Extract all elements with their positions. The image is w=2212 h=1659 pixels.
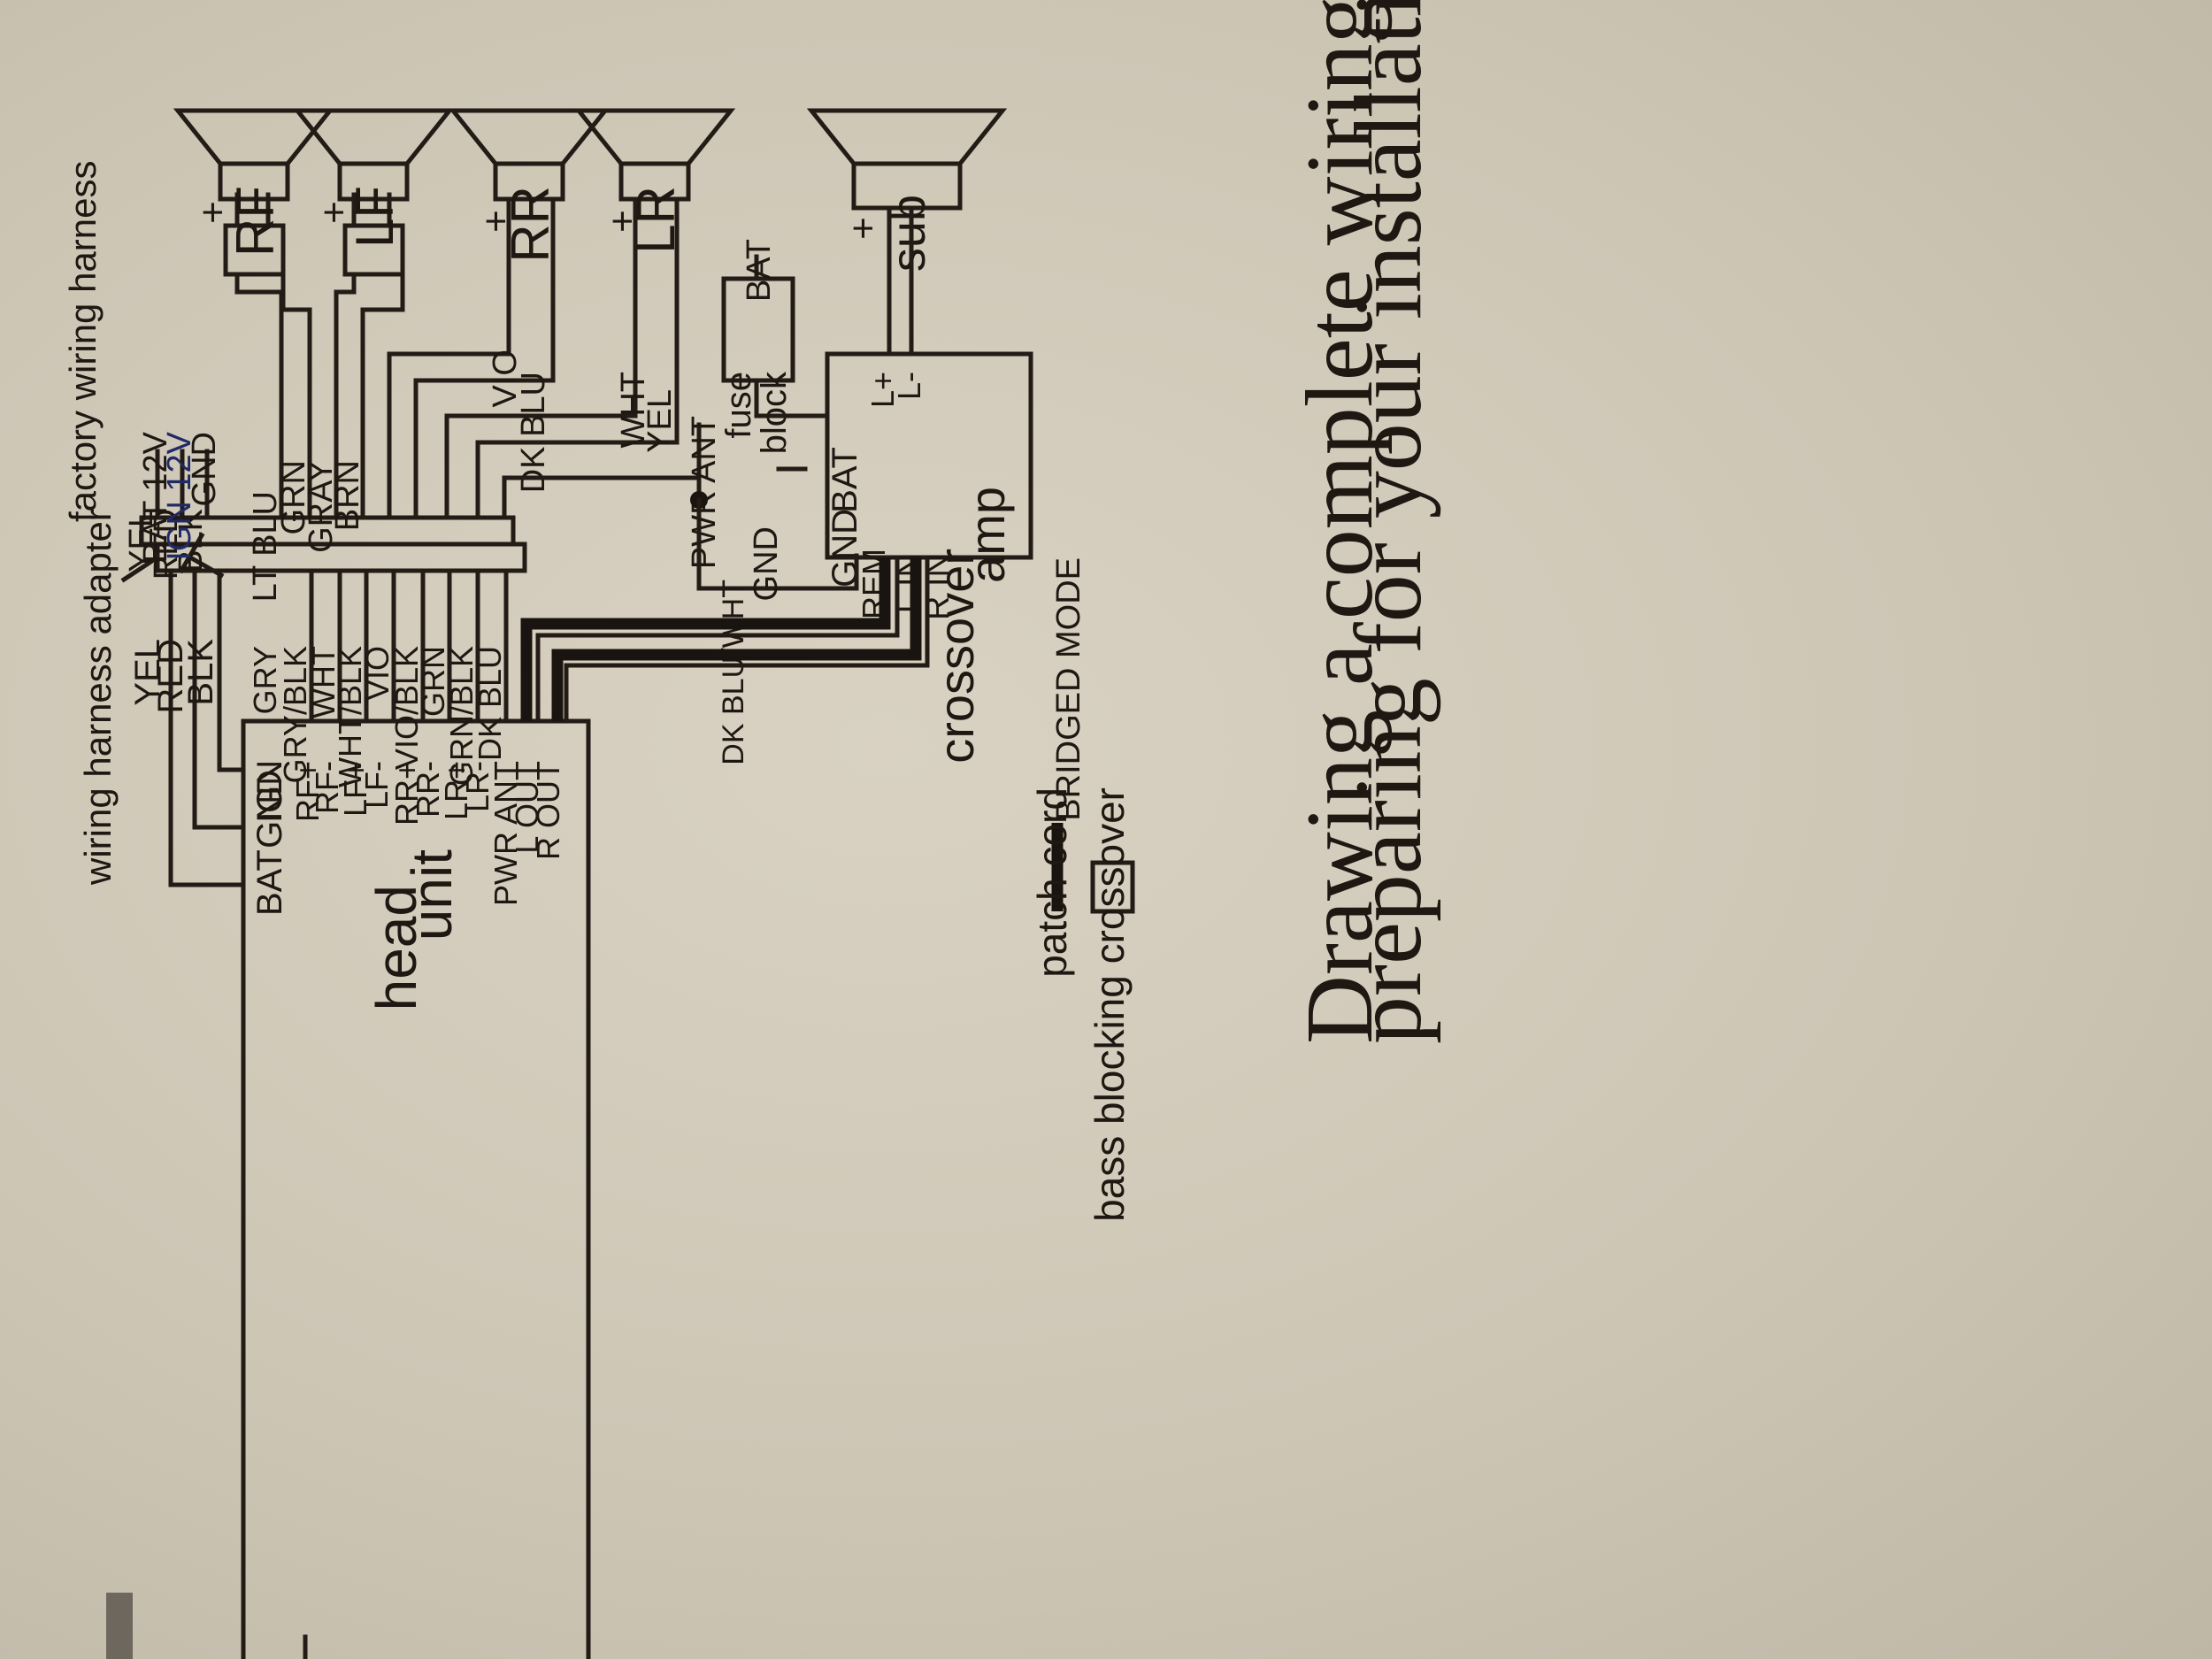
wire-adapter-red bbox=[192, 568, 246, 830]
caption-line-2: preparing for your installatio bbox=[1336, 0, 1441, 1044]
legend-label-bass-blocking-crossover: bass blocking crossover bbox=[1087, 787, 1133, 1222]
label-wiring-harness-adapter: wiring harness adapter bbox=[77, 509, 119, 886]
head-unit-pin-lr-: LR+ bbox=[438, 761, 474, 820]
factory-label-ign12v: IGN 12V bbox=[161, 431, 198, 560]
amp-pin-l-minus: L- bbox=[891, 372, 927, 400]
adapter-label-gry-blk: GRY/BLK bbox=[277, 646, 313, 783]
factory-label-lt-blu: LT BLU bbox=[247, 491, 284, 602]
head-unit-pin-pwr-ant: PWR ANT bbox=[488, 761, 524, 906]
patch-cord-r-inner bbox=[564, 555, 930, 724]
adapter-label-blk: BLK bbox=[181, 639, 220, 706]
adapter-label-dk-blu: DK BLU bbox=[472, 646, 508, 761]
crossover-lf bbox=[342, 223, 405, 277]
head-unit-name-unit: unit bbox=[400, 849, 464, 941]
adapter-label-gry: GRY bbox=[247, 646, 283, 714]
head-unit-pin-rf-: RF+ bbox=[289, 761, 326, 822]
wire-factory-yel-2 bbox=[475, 196, 680, 520]
lf-speaker-label: LF bbox=[345, 186, 404, 248]
wire-adapter-yel bbox=[168, 568, 246, 887]
head-unit-pin-rr-: RR- bbox=[410, 761, 446, 818]
lr-speaker-label: LR bbox=[626, 186, 686, 254]
wire-factory-grn bbox=[280, 272, 312, 520]
factory-label-gray: GRAY bbox=[303, 460, 340, 553]
factory-label-yel: YEL bbox=[123, 509, 160, 572]
factory-label-blk: BLK bbox=[173, 509, 210, 572]
head-unit-name-head: head bbox=[365, 885, 428, 1010]
head-unit-pin-gnd: GND bbox=[250, 770, 289, 849]
fuse-block-label-block: block bbox=[755, 371, 794, 454]
plus-sign-3: + bbox=[601, 210, 644, 233]
wire-factory-dk-blu bbox=[413, 196, 556, 520]
wire-factory-wht bbox=[444, 196, 638, 520]
factory-label-yel-lr: YEL bbox=[641, 389, 679, 453]
patch-cord-l bbox=[520, 557, 891, 721]
plus-sign-1: + bbox=[312, 201, 356, 224]
adapter-label-grn-blk: GRN/BLK bbox=[443, 646, 480, 786]
factory-label-red: RED bbox=[148, 509, 185, 580]
rf-speaker-label: RF bbox=[226, 186, 285, 257]
legend-crossover-symbol bbox=[1090, 860, 1135, 914]
head-unit-pin-rf-: RF- bbox=[309, 761, 345, 814]
factory-label-gnd-2: GND bbox=[748, 526, 785, 601]
page-edge-tab bbox=[106, 1593, 133, 1659]
factory-label-pwr-ant: PWR ANT bbox=[686, 416, 723, 569]
pointer-adapter bbox=[120, 556, 158, 583]
amp-pin-l-plus: L+ bbox=[864, 372, 901, 408]
adapter-label-red: RED bbox=[151, 639, 190, 713]
pointer-factory-harness bbox=[178, 532, 205, 574]
factory-label-grn: GRN bbox=[275, 460, 312, 534]
adapter-label-wht: WHT bbox=[305, 646, 342, 718]
factory-label-brn: BRN bbox=[329, 460, 366, 531]
wire-factory-vio bbox=[387, 196, 511, 520]
patch-cord-l-inner bbox=[535, 555, 900, 724]
head-unit-pin-bat: BAT bbox=[250, 849, 289, 916]
adapter-label-grn: GRN bbox=[415, 646, 451, 717]
wire-fuse-to-amp bbox=[754, 378, 826, 419]
wire-factory-lt-blu bbox=[234, 272, 284, 520]
factory-label-dk-blu: DK BLU bbox=[515, 372, 552, 493]
label-factory-wiring-harness: factory wiring harness bbox=[62, 161, 104, 523]
factory-label-dk-blu-wht: DK BLU/WHT bbox=[717, 580, 750, 765]
amp-name-crossover: crossover bbox=[928, 549, 984, 764]
plus-sign-4: + bbox=[841, 217, 885, 240]
adapter-label-wht-blk: WHT/BLK bbox=[332, 646, 368, 787]
head-unit-pin-rr-: RR+ bbox=[388, 761, 425, 826]
legend-label-patch-cord: patch cord bbox=[1029, 787, 1075, 978]
label-bridged-mode: BRIDGED MODE bbox=[1050, 557, 1087, 821]
adapter-label-yel: YEL bbox=[128, 639, 167, 706]
fuse-block-label-fuse: fuse bbox=[719, 372, 758, 439]
lr-speaker-outline bbox=[573, 108, 736, 202]
factory-label-bat12v: BAT 12V bbox=[137, 431, 174, 563]
caption-line-1: Drawing a complete wiring diagr bbox=[1287, 0, 1393, 1044]
crossover-rf bbox=[223, 223, 286, 277]
patch-cord-r bbox=[551, 557, 922, 721]
wire-factory-gray bbox=[334, 272, 357, 520]
harness-connector-adapter bbox=[155, 541, 527, 573]
sub-speaker-outline bbox=[806, 108, 1008, 211]
head-unit-pin-lf-: LF- bbox=[358, 761, 395, 809]
plus-sign-2: + bbox=[474, 210, 518, 233]
head-unit-pin-ign: IGN bbox=[250, 760, 289, 823]
adapter-label-vio-blk: VIO/BLK bbox=[388, 646, 425, 770]
head-unit-pin-lf-: LF+ bbox=[337, 761, 373, 817]
rr-speaker-outline bbox=[448, 108, 611, 202]
amp-name-amp: amp bbox=[959, 487, 1015, 583]
head-unit-pin-lr-: LR- bbox=[459, 761, 495, 812]
wire-factory-brn bbox=[360, 272, 405, 520]
fuse-block-bat-label: BAT bbox=[741, 239, 778, 302]
amp-pin-bat: BAT bbox=[826, 447, 864, 513]
factory-label-vio: VIO bbox=[487, 349, 524, 407]
rr-speaker-label: RR bbox=[501, 186, 560, 263]
head-unit-pin-r-out: R OUT bbox=[530, 761, 566, 860]
plus-sign-0: + bbox=[191, 201, 234, 224]
head-unit-box bbox=[241, 718, 591, 1659]
adapter-label-vio: VIO bbox=[359, 646, 396, 701]
factory-label-gnd: GND bbox=[186, 432, 223, 506]
head-unit-pin-l-out: L OUT bbox=[509, 761, 545, 854]
wire-adapter-blk bbox=[217, 568, 246, 772]
factory-label-wht: WHT bbox=[615, 372, 652, 449]
